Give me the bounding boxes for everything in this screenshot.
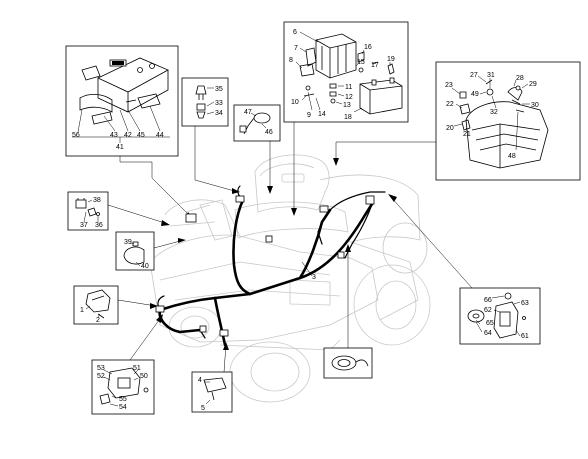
callout-32: 32: [490, 109, 498, 116]
callout-16: 16: [364, 44, 372, 51]
callout-27: 27: [470, 72, 478, 79]
callout-54: 54: [119, 404, 127, 411]
callout-17: 17: [371, 62, 379, 69]
callout-50: 50: [140, 373, 148, 380]
callout-34: 34: [215, 110, 223, 117]
callout-64: 64: [484, 330, 492, 337]
callout-40: 40: [141, 263, 149, 270]
callout-53: 53: [97, 365, 105, 372]
callout-51: 51: [133, 365, 141, 372]
callout-10: 10: [291, 99, 299, 106]
callout-36: 36: [95, 222, 103, 229]
callout-56: 56: [72, 132, 80, 139]
callout-2: 2: [96, 317, 100, 324]
callout-18: 18: [344, 114, 352, 121]
callout-8: 8: [289, 57, 293, 64]
light-bracket-parts-group: 53 52 51 50 55 54: [91, 314, 163, 415]
callout-31: 31: [487, 72, 495, 79]
callout-22: 22: [446, 101, 454, 108]
engine-parts-group: 23 22 20 21 27 31 49 32 28 29 30 48: [333, 61, 581, 181]
seat-switch-parts-group: 66 63 62 65 64 61: [388, 194, 541, 345]
callout-46: 46: [265, 129, 273, 136]
callout-41: 41: [116, 144, 124, 151]
callout-44: 44: [156, 132, 164, 139]
callout-42: 42: [124, 132, 132, 139]
callout-6: 6: [293, 29, 297, 36]
callout-20: 20: [446, 125, 454, 132]
callout-12: 12: [345, 94, 353, 101]
callout-29: 29: [529, 81, 537, 88]
callout-4: 4: [198, 377, 202, 384]
callout-65: 65: [486, 320, 494, 327]
main-wiring-harness: [157, 185, 386, 347]
battery-parts-group: 6 7 8 10 9 14 11 12 13 15 16 17 19 18: [283, 21, 409, 216]
bracket-parts-group: 1 2: [73, 285, 158, 325]
switch-parts-group: 35 33 34: [181, 77, 240, 194]
harness-connectors: [155, 195, 375, 337]
callout-3: 3: [312, 274, 316, 281]
relay-parts-group: 38 37 36: [67, 191, 170, 231]
callout-23: 23: [445, 82, 453, 89]
callout-7: 7: [294, 45, 298, 52]
callout-35: 35: [215, 86, 223, 93]
headlight-parts-group: 39 40: [115, 231, 186, 271]
callout-52: 52: [97, 373, 105, 380]
callout-33: 33: [215, 100, 223, 107]
callout-19: 19: [387, 56, 395, 63]
callout-11: 11: [345, 84, 352, 91]
callout-13: 13: [343, 102, 351, 109]
harness-callout-group: 3: [301, 261, 316, 281]
callout-5: 5: [201, 405, 205, 412]
callout-47: 47: [244, 109, 252, 116]
switch-bracket-parts-group: 4 5: [191, 342, 233, 413]
sensor-parts-group: 47 46: [233, 104, 281, 194]
callout-15: 15: [357, 59, 365, 66]
callout-1: 1: [80, 307, 84, 314]
tractor-outline: [149, 154, 431, 403]
callout-30: 30: [531, 102, 539, 109]
callout-49: 49: [471, 91, 479, 98]
callout-55: 55: [119, 396, 127, 403]
callout-48: 48: [508, 153, 516, 160]
callout-66: 66: [484, 297, 492, 304]
callout-61: 61: [521, 333, 529, 340]
callout-39: 39: [124, 239, 132, 246]
callout-37: 37: [80, 222, 88, 229]
callout-63: 63: [521, 300, 529, 307]
panel-parts-group: 56 43 42 45 44 41: [65, 45, 194, 220]
callout-43: 43: [110, 132, 118, 139]
callout-9: 9: [307, 112, 311, 119]
callout-45: 45: [137, 132, 145, 139]
callout-28: 28: [516, 75, 524, 82]
callout-21: 21: [463, 131, 471, 138]
pto-switch-group: [323, 244, 373, 379]
callout-62: 62: [484, 307, 492, 314]
callout-38: 38: [93, 197, 101, 204]
callout-14: 14: [318, 111, 326, 118]
